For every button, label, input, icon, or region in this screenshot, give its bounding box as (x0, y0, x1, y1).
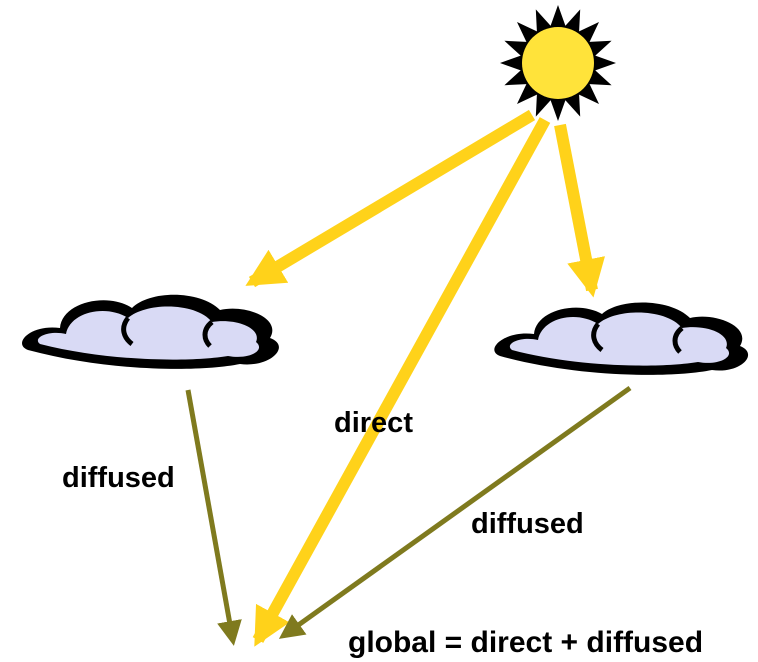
cloud-icon-right (494, 302, 749, 375)
diffused-left-label: diffused (62, 462, 175, 494)
global-equation-label: global = direct + diffused (348, 626, 703, 659)
diffused-right-arrow (278, 385, 632, 639)
ray-to-left-cloud-arrow (245, 109, 536, 288)
cloud-icon-left (22, 294, 279, 369)
ray-to-right-cloud-arrow (554, 123, 605, 298)
diffused-right-label: diffused (471, 508, 584, 540)
direct-ray-arrow (252, 117, 551, 647)
sun-icon (500, 5, 616, 121)
direct-label: direct (334, 407, 413, 439)
sun-disc (522, 27, 594, 99)
diffused-left-arrow (185, 389, 242, 646)
